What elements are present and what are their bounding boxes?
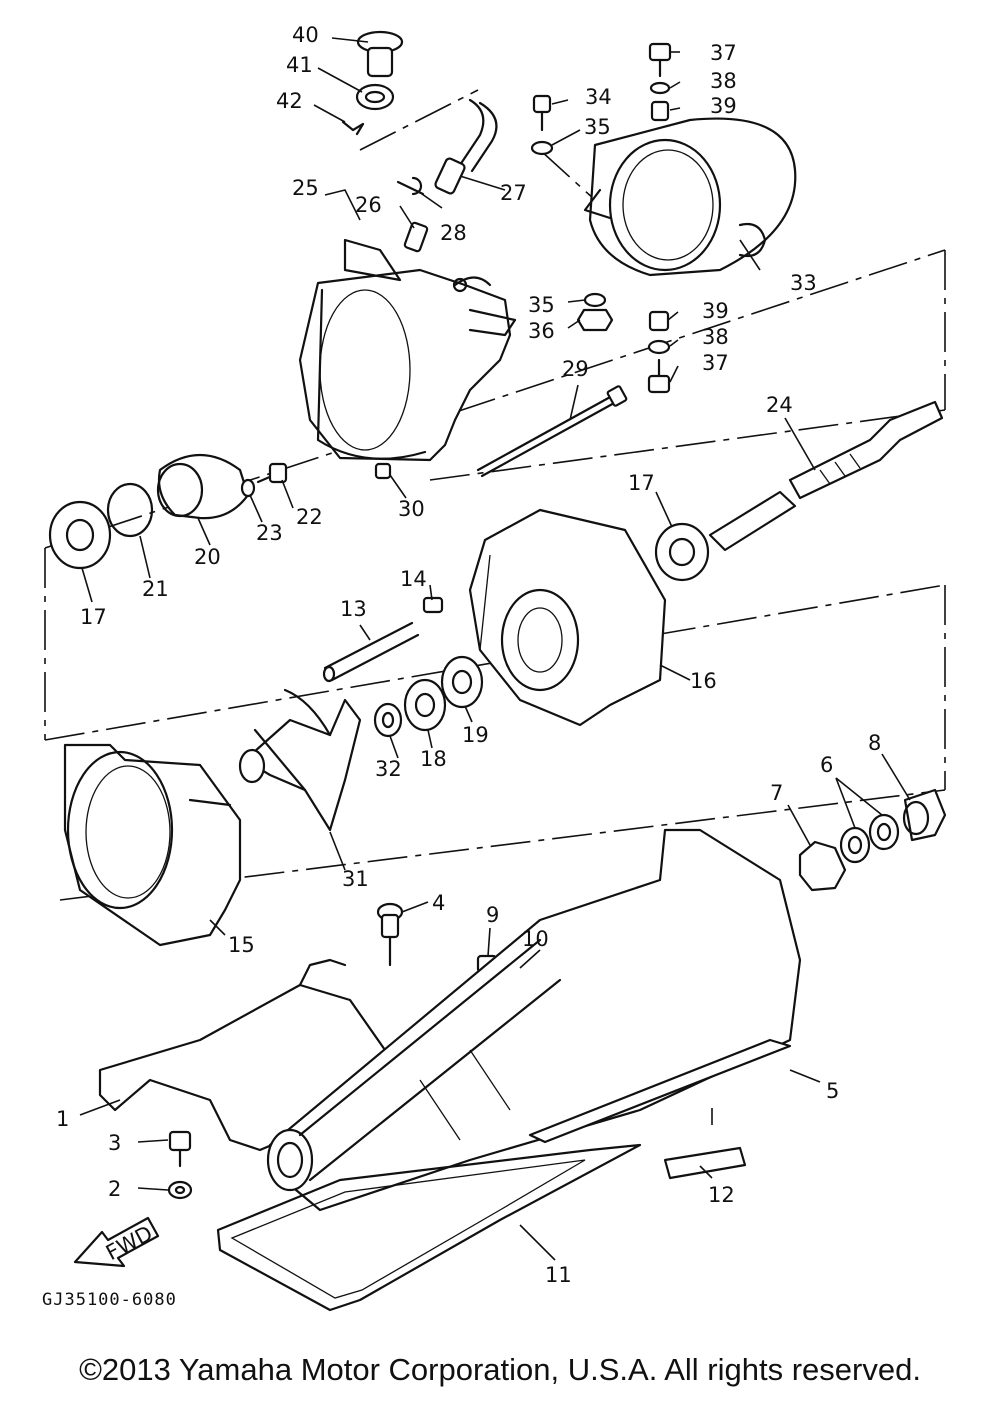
pump-duct-body	[266, 828, 802, 1212]
callout-6: 6	[820, 753, 833, 777]
callout-16: 16	[690, 669, 717, 693]
part-35-washer-lower	[583, 292, 607, 308]
callout-9: 9	[486, 903, 499, 927]
part-40-cap	[356, 30, 404, 78]
callout-26: 26	[355, 193, 382, 217]
part-7-coupler	[798, 840, 847, 892]
part-14-fitting	[422, 596, 444, 614]
callout-17-right: 17	[628, 471, 655, 495]
callout-33: 33	[790, 271, 817, 295]
part-37-bolt-lower	[647, 358, 671, 394]
fwd-arrow: FWD	[73, 1216, 160, 1268]
part-11-base-plate	[216, 1143, 642, 1312]
callout-11: 11	[545, 1263, 572, 1287]
part-3-bolt	[168, 1130, 192, 1168]
part-17-bearing-right	[654, 522, 710, 582]
callout-labels: 40 41 42 34 35 37 38 39 27 28 25 26 33 3…	[56, 23, 881, 1287]
part-12-block	[663, 1146, 747, 1180]
part-38-washer-lower	[647, 339, 671, 355]
callout-7: 7	[770, 781, 783, 805]
part-6-bearing-a	[839, 826, 871, 864]
callout-35-lower: 35	[528, 293, 555, 317]
part-5-strip	[528, 1038, 792, 1144]
callout-4: 4	[432, 891, 445, 915]
callout-38-lower: 38	[702, 325, 729, 349]
callout-25: 25	[292, 176, 319, 200]
callout-32: 32	[375, 757, 402, 781]
part-32-washer	[373, 702, 403, 738]
callout-17-left: 17	[80, 605, 107, 629]
callout-35-upper: 35	[584, 115, 611, 139]
callout-31: 31	[342, 867, 369, 891]
part-18-bearing	[403, 678, 447, 732]
part-6-bearing-b	[868, 813, 900, 851]
part-37-bolt-upper	[648, 42, 672, 78]
callout-22: 22	[296, 505, 323, 529]
part-2-washer	[167, 1180, 193, 1200]
callout-27: 27	[500, 181, 527, 205]
callout-29: 29	[562, 357, 589, 381]
part-35-washer-upper	[530, 140, 554, 156]
callout-21: 21	[142, 577, 169, 601]
part-36-nut	[576, 308, 614, 332]
part-17-bearing-left	[48, 500, 112, 570]
part-21-o-ring	[106, 482, 154, 538]
leader-lines	[79, 37, 911, 1261]
callout-34: 34	[585, 85, 612, 109]
part-26-fitting	[403, 221, 429, 253]
part-33-nozzle	[583, 117, 797, 277]
callout-3: 3	[108, 1131, 121, 1155]
callout-18: 18	[420, 747, 447, 771]
part-16-impeller-housing	[468, 508, 667, 727]
callout-37-lower: 37	[702, 351, 729, 375]
part-34-bolt	[532, 94, 552, 132]
callout-12: 12	[708, 1183, 735, 1207]
part-29-stud-bolt	[476, 385, 628, 478]
part-31-impeller	[238, 688, 362, 832]
part-38-washer-upper	[649, 81, 671, 95]
part-19-bearing	[440, 655, 484, 709]
callout-14: 14	[400, 567, 427, 591]
part-15-intake-housing	[63, 743, 242, 947]
copyright-notice: ©2013 Yamaha Motor Corporation, U.S.A. A…	[79, 1352, 921, 1387]
exploded-parts-diagram: FWD	[44, 23, 947, 1312]
callout-19: 19	[462, 723, 489, 747]
part-8-cap	[902, 788, 947, 842]
part-39-spacer-lower	[648, 310, 670, 332]
part-23-washer	[240, 478, 256, 498]
callout-40: 40	[292, 23, 319, 47]
part-25-jet-housing	[298, 238, 517, 462]
part-30-pin	[374, 462, 392, 480]
callout-20: 20	[194, 545, 221, 569]
callout-2: 2	[108, 1177, 121, 1201]
part-27-hose	[434, 98, 498, 195]
callout-24: 24	[766, 393, 793, 417]
callout-28: 28	[440, 221, 467, 245]
part-41-clamp	[355, 83, 395, 111]
document-code: GJ35100-6080	[42, 1290, 177, 1310]
callout-8: 8	[868, 731, 881, 755]
callout-5: 5	[826, 1079, 839, 1103]
callout-41: 41	[286, 53, 313, 77]
callout-23: 23	[256, 521, 283, 545]
callout-30: 30	[398, 497, 425, 521]
part-39-spacer-upper	[650, 100, 670, 122]
callout-13: 13	[340, 597, 367, 621]
callout-39-lower: 39	[702, 299, 729, 323]
part-4-fitting	[376, 902, 404, 967]
callout-1: 1	[56, 1107, 69, 1131]
callout-42: 42	[276, 89, 303, 113]
part-22-bolt	[256, 462, 288, 484]
callout-38-upper: 38	[710, 69, 737, 93]
callout-10: 10	[522, 927, 549, 951]
part-20-cover	[156, 453, 250, 520]
callout-36: 36	[528, 319, 555, 343]
callout-39-upper: 39	[710, 94, 737, 118]
part-13-tube	[322, 621, 420, 683]
callout-37-upper: 37	[710, 41, 737, 65]
part-24-drive-shaft	[708, 400, 944, 552]
part-28-clamp	[396, 176, 425, 196]
callout-15: 15	[228, 933, 255, 957]
part-42-clip	[341, 120, 365, 136]
